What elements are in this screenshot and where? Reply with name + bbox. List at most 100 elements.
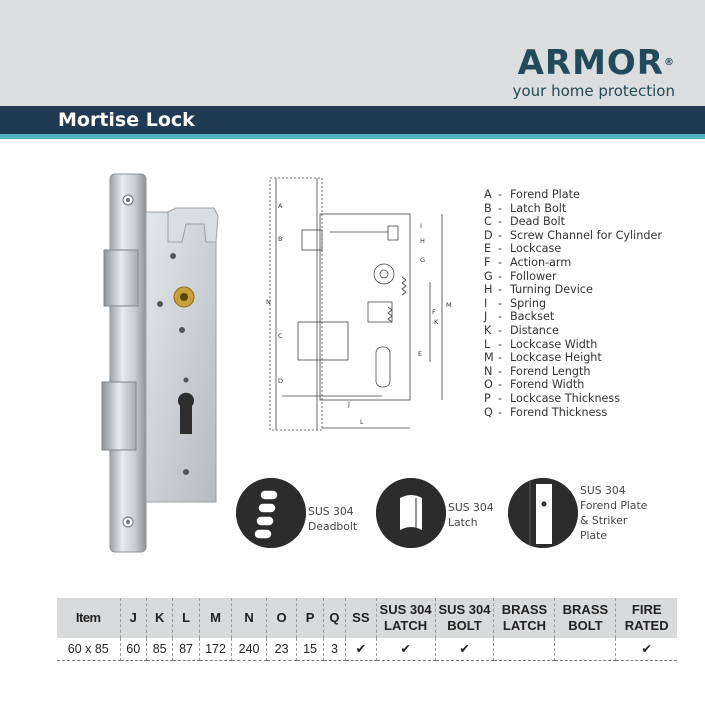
drawing-label-e: E: [418, 350, 422, 358]
table-header-text: BOLT: [568, 618, 603, 633]
feature-forend-line-2: Forend Plate: [580, 499, 648, 512]
legend-label: Screw Channel for Cylinder: [510, 228, 662, 242]
drawing-label-k: K: [434, 318, 439, 326]
legend-letter: K: [484, 323, 492, 337]
table-header-text: BRASS: [562, 602, 609, 617]
legend-letter: D: [484, 228, 493, 242]
legend-item: H-Turning Device: [484, 283, 662, 297]
brand-name: ARMOR: [517, 43, 664, 83]
forend-plate-icon: [508, 478, 578, 548]
table-cell: 240: [231, 638, 267, 661]
legend-item: K-Distance: [484, 324, 662, 338]
mortise-lock-photo: [101, 173, 219, 553]
legend-item: O-Forend Width: [484, 378, 662, 392]
table-header-cell: O: [266, 598, 298, 638]
table-cell: [554, 638, 617, 661]
legend-item: J-Backset: [484, 310, 662, 324]
drawing-label-a: A: [278, 202, 283, 210]
legend-separator: -: [498, 296, 503, 310]
legend-separator: -: [498, 378, 503, 392]
brand-logo: ARMOR® your home protection: [513, 46, 675, 100]
legend-item: N-Forend Length: [484, 365, 662, 379]
table-header-text: LATCH: [502, 618, 546, 633]
legend-separator: -: [498, 215, 503, 229]
legend-item: F-Action-arm: [484, 256, 662, 270]
legend-label: Latch Bolt: [510, 201, 567, 215]
legend-item: D-Screw Channel for Cylinder: [484, 229, 662, 243]
legend-item: C-Dead Bolt: [484, 215, 662, 229]
table-header-cell: N: [231, 598, 267, 638]
legend-letter: C: [484, 215, 492, 229]
legend-letter: A: [484, 188, 492, 201]
title-accent-stripe: [0, 134, 705, 139]
table-header-cell: L: [172, 598, 200, 638]
legend-label: Backset: [510, 310, 555, 324]
drawing-label-l: L: [360, 418, 364, 426]
legend-label: Lockcase Height: [510, 351, 602, 365]
table-header-text: Item: [75, 610, 101, 625]
drawing-label-j: J: [347, 400, 350, 408]
legend-letter: I: [484, 296, 488, 310]
table-cell: 15: [296, 638, 324, 661]
table-header-text: LATCH: [384, 618, 428, 633]
legend-separator: -: [498, 283, 503, 297]
legend-letter: O: [484, 378, 493, 392]
legend-separator: -: [498, 242, 503, 256]
legend-label: Forend Width: [510, 378, 585, 392]
legend-separator: -: [498, 364, 503, 378]
legend-letter: E: [484, 242, 492, 256]
table-header-text: P: [305, 610, 315, 625]
table-header-text: Q: [329, 610, 340, 625]
legend-letter: B: [484, 201, 492, 215]
legend-separator: -: [498, 201, 503, 215]
legend-separator: -: [498, 337, 503, 351]
drawing-label-g: G: [420, 256, 425, 264]
table-cell: 23: [266, 638, 298, 661]
table-header-text: SUS 304: [438, 602, 491, 617]
table-cell: ✔: [376, 638, 436, 661]
table-header-text: J: [129, 610, 137, 625]
table-cell: 87: [172, 638, 200, 661]
legend-letter: F: [484, 255, 491, 269]
legend-label: Lockcase Width: [510, 337, 598, 351]
table-header-text: FIRE: [631, 602, 662, 617]
legend-label: Lockcase Thickness: [510, 391, 621, 405]
legend-item: Q-Forend Thickness: [484, 406, 662, 420]
table-header-cell: P: [296, 598, 324, 638]
table-header-cell: J: [120, 598, 147, 638]
table-header-text: BRASS: [501, 602, 548, 617]
legend-letter: L: [484, 337, 491, 351]
feature-forend-line-1: SUS 304: [580, 484, 626, 497]
drawing-label-c: C: [278, 332, 283, 340]
table-header-text: BOLT: [447, 618, 482, 633]
legend-label: Dead Bolt: [510, 215, 566, 229]
drawing-label-d: D: [278, 377, 283, 385]
table-cell: 85: [146, 638, 174, 661]
table-header-text: N: [244, 610, 254, 625]
table-header-cell: SS: [345, 598, 377, 638]
legend-separator: -: [498, 405, 503, 419]
feature-deadbolt-line-1: SUS 304: [308, 505, 354, 518]
brand-wordmark: ARMOR®: [513, 46, 675, 80]
legend-label: Action-arm: [510, 255, 572, 269]
legend-separator: -: [498, 323, 503, 337]
legend-letter: P: [484, 391, 491, 405]
legend-label: Turning Device: [510, 283, 593, 297]
table-cell: ✔: [615, 638, 677, 661]
table-cell: [493, 638, 556, 661]
drawing-label-i: I: [420, 222, 422, 230]
latch-icon: [376, 478, 446, 548]
legend-label: Forend Length: [510, 364, 591, 378]
legend-letter: M: [484, 351, 494, 365]
legend-letter: G: [484, 269, 493, 283]
legend-label: Distance: [510, 323, 559, 337]
legend-item: M-Lockcase Height: [484, 351, 662, 365]
